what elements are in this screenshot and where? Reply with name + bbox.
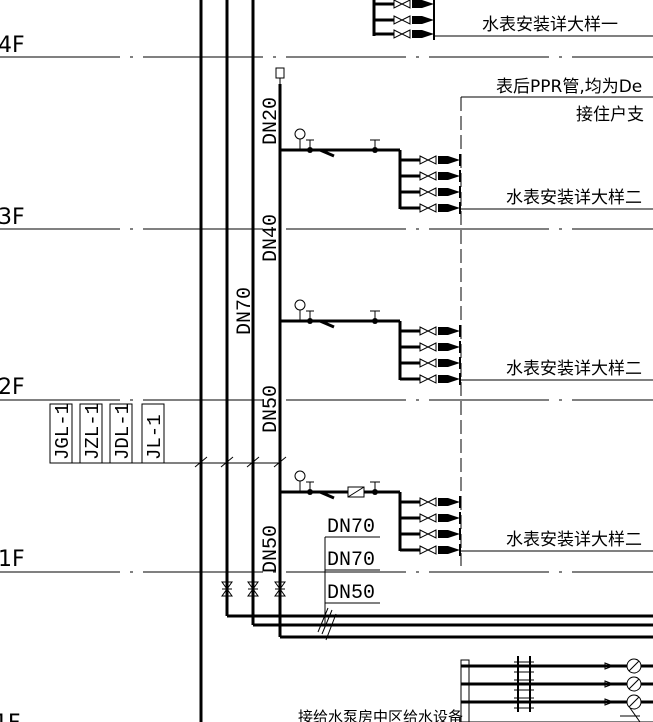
pressure-gauge-icon	[294, 128, 306, 140]
meter-detail-label-top: 水表安装详大样一	[482, 15, 618, 35]
floor-label-2f: 2F	[0, 375, 25, 400]
bottom-size-labels: DN70 DN70 DN50	[324, 516, 380, 625]
branch-1f	[280, 470, 462, 558]
pressure-gauge-icon	[294, 470, 306, 482]
meter-group-top	[372, 0, 436, 42]
pump-room-equipment	[460, 656, 653, 722]
pipe-size-riser-1f: DN50	[260, 525, 283, 573]
floor-label-3f: 3F	[0, 205, 25, 230]
floor-label-4f: 4F	[0, 33, 25, 58]
pump-room-label: 接给水泵房中区给水设备	[298, 708, 463, 722]
pipe-size-bottom-2: DN70	[327, 549, 375, 572]
ppr-note-line1: 表后PPR管,均为De	[496, 77, 642, 97]
riser-pipes	[199, 0, 282, 722]
riser-top-fitting	[275, 67, 285, 86]
pipe-size-bottom-1: DN70	[327, 516, 375, 539]
pipe-break-marks	[317, 607, 337, 641]
pipe-size-riser-3f: DN40	[260, 214, 283, 262]
bottom-mains	[225, 612, 653, 639]
ppr-note-line2: 接住户支	[576, 105, 644, 125]
meter-detail-label-2f: 水表安装详大样二	[506, 359, 642, 379]
riser-tag-jl: JL-1	[144, 414, 166, 460]
riser-tag-jgl: JGL-1	[52, 403, 74, 460]
pressure-gauge-icon	[294, 299, 306, 311]
riser-tag-jzl: JZL-1	[82, 403, 104, 460]
floor-lines	[0, 56, 653, 573]
floor-label-basement: -1F	[0, 711, 21, 722]
branch-3f	[280, 128, 462, 216]
branch-2f	[280, 299, 462, 387]
pipe-size-riser-2f: DN50	[260, 385, 283, 433]
riser-tag-jdl: JDL-1	[112, 403, 134, 460]
meter-detail-label-1f: 水表安装详大样二	[506, 530, 642, 550]
pipe-size-main: DN70	[234, 287, 257, 335]
meter-detail-label-3f: 水表安装详大样二	[506, 188, 642, 208]
pipe-size-riser-top: DN20	[260, 97, 283, 145]
floor-label-1f: 1F	[0, 547, 25, 572]
riser-tags: JGL-1 JZL-1 JDL-1 JL-1	[49, 403, 166, 464]
pipe-size-bottom-3: DN50	[327, 582, 375, 605]
riser-bottom-valves	[221, 581, 286, 597]
